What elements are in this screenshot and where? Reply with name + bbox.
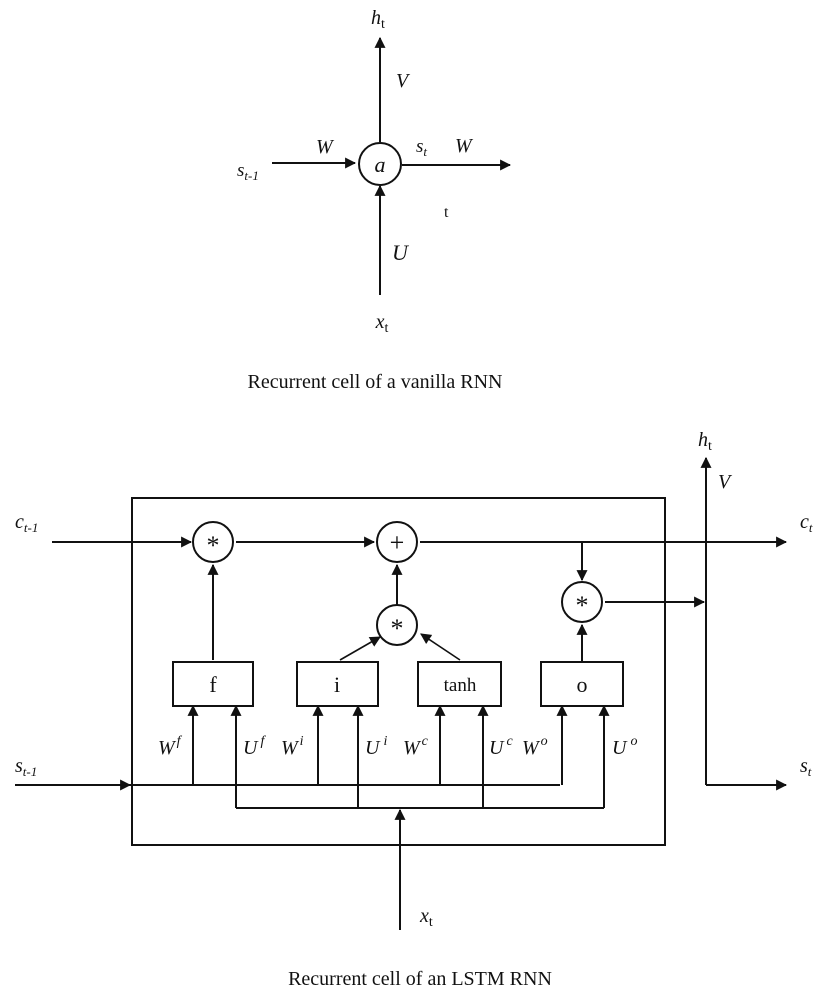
lstm-output-label: ht [698,429,712,454]
rnn-input-label: xt [375,311,389,336]
lstm-gate-i [296,661,379,707]
rnn-state-out-label: st [416,136,427,159]
lstm-add-symbol: + [390,528,405,557]
rnn-output-label: ht [371,7,385,32]
lstm-gate-o [540,661,624,707]
lstm-gate-i-label: i [334,672,340,697]
lstm-gate-tanh [417,661,502,707]
rnn-state-in-label: st-1 [237,160,259,183]
lstm-weight-v: V [718,471,733,493]
lstm-input-label: xt [419,905,433,930]
rnn-weight-v: V [396,70,411,92]
lstm-gate-tanh-label: tanh [444,675,477,696]
lstm-forget-mult-node [192,521,234,563]
lstm-state-out-label: st [800,755,812,779]
lstm-state-in-label: st-1 [15,755,37,779]
rnn-diagram: a ht V W W st-1 st t U xt Recurrent cell… [237,7,512,393]
lstm-input-mult-symbol: * [391,614,404,643]
rnn-activation-node [358,142,402,186]
lstm-gate-f-label: f [209,672,217,697]
lstm-cell-out-label: ct [800,511,813,535]
rnn-node-label: a [375,152,386,177]
lstm-add-node [376,521,418,563]
lstm-output-mult-node [561,581,603,623]
lstm-cell-in-label: ct-1 [15,511,38,535]
rnn-weight-w-in: W [316,136,335,158]
rnn-stray-t: t [444,204,449,221]
lstm-gate-f [172,661,254,707]
lstm-caption: Recurrent cell of an LSTM RNN [288,968,552,990]
lstm-cell-box [131,497,666,846]
rnn-weight-u: U [392,240,410,265]
lstm-forget-mult-symbol: * [207,531,220,560]
lstm-tanh-to-mult-arrow [420,633,461,661]
lstm-gate-o-label: o [577,672,588,697]
lstm-i-to-mult-arrow [339,636,381,661]
rnn-weight-w-out: W [455,135,474,157]
lstm-output-mult-symbol: * [576,591,589,620]
lstm-input-mult-node [376,604,418,646]
rnn-caption: Recurrent cell of a vanilla RNN [248,371,503,393]
